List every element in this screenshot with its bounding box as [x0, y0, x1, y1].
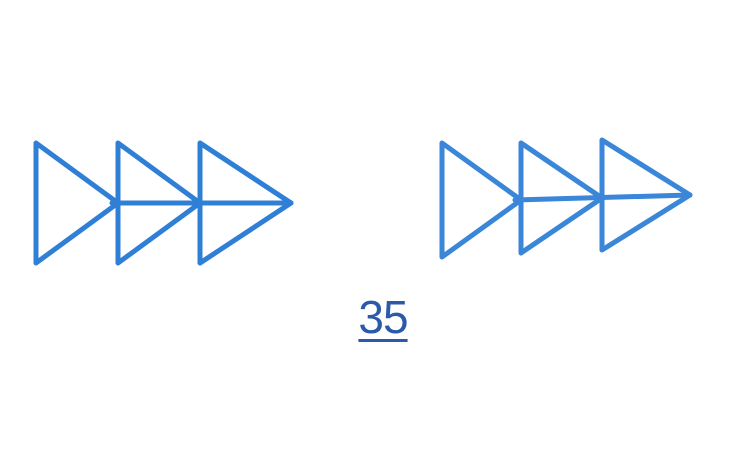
page-number: 35 — [358, 291, 408, 343]
right-arrow-group — [439, 137, 693, 260]
triangle-arrow-right-icon — [439, 140, 524, 260]
connector-line — [512, 192, 693, 203]
left-arrow-group — [33, 140, 294, 266]
triangle-arrow-right-icon — [33, 140, 121, 266]
triangle-arrow-right-icon — [599, 137, 693, 253]
